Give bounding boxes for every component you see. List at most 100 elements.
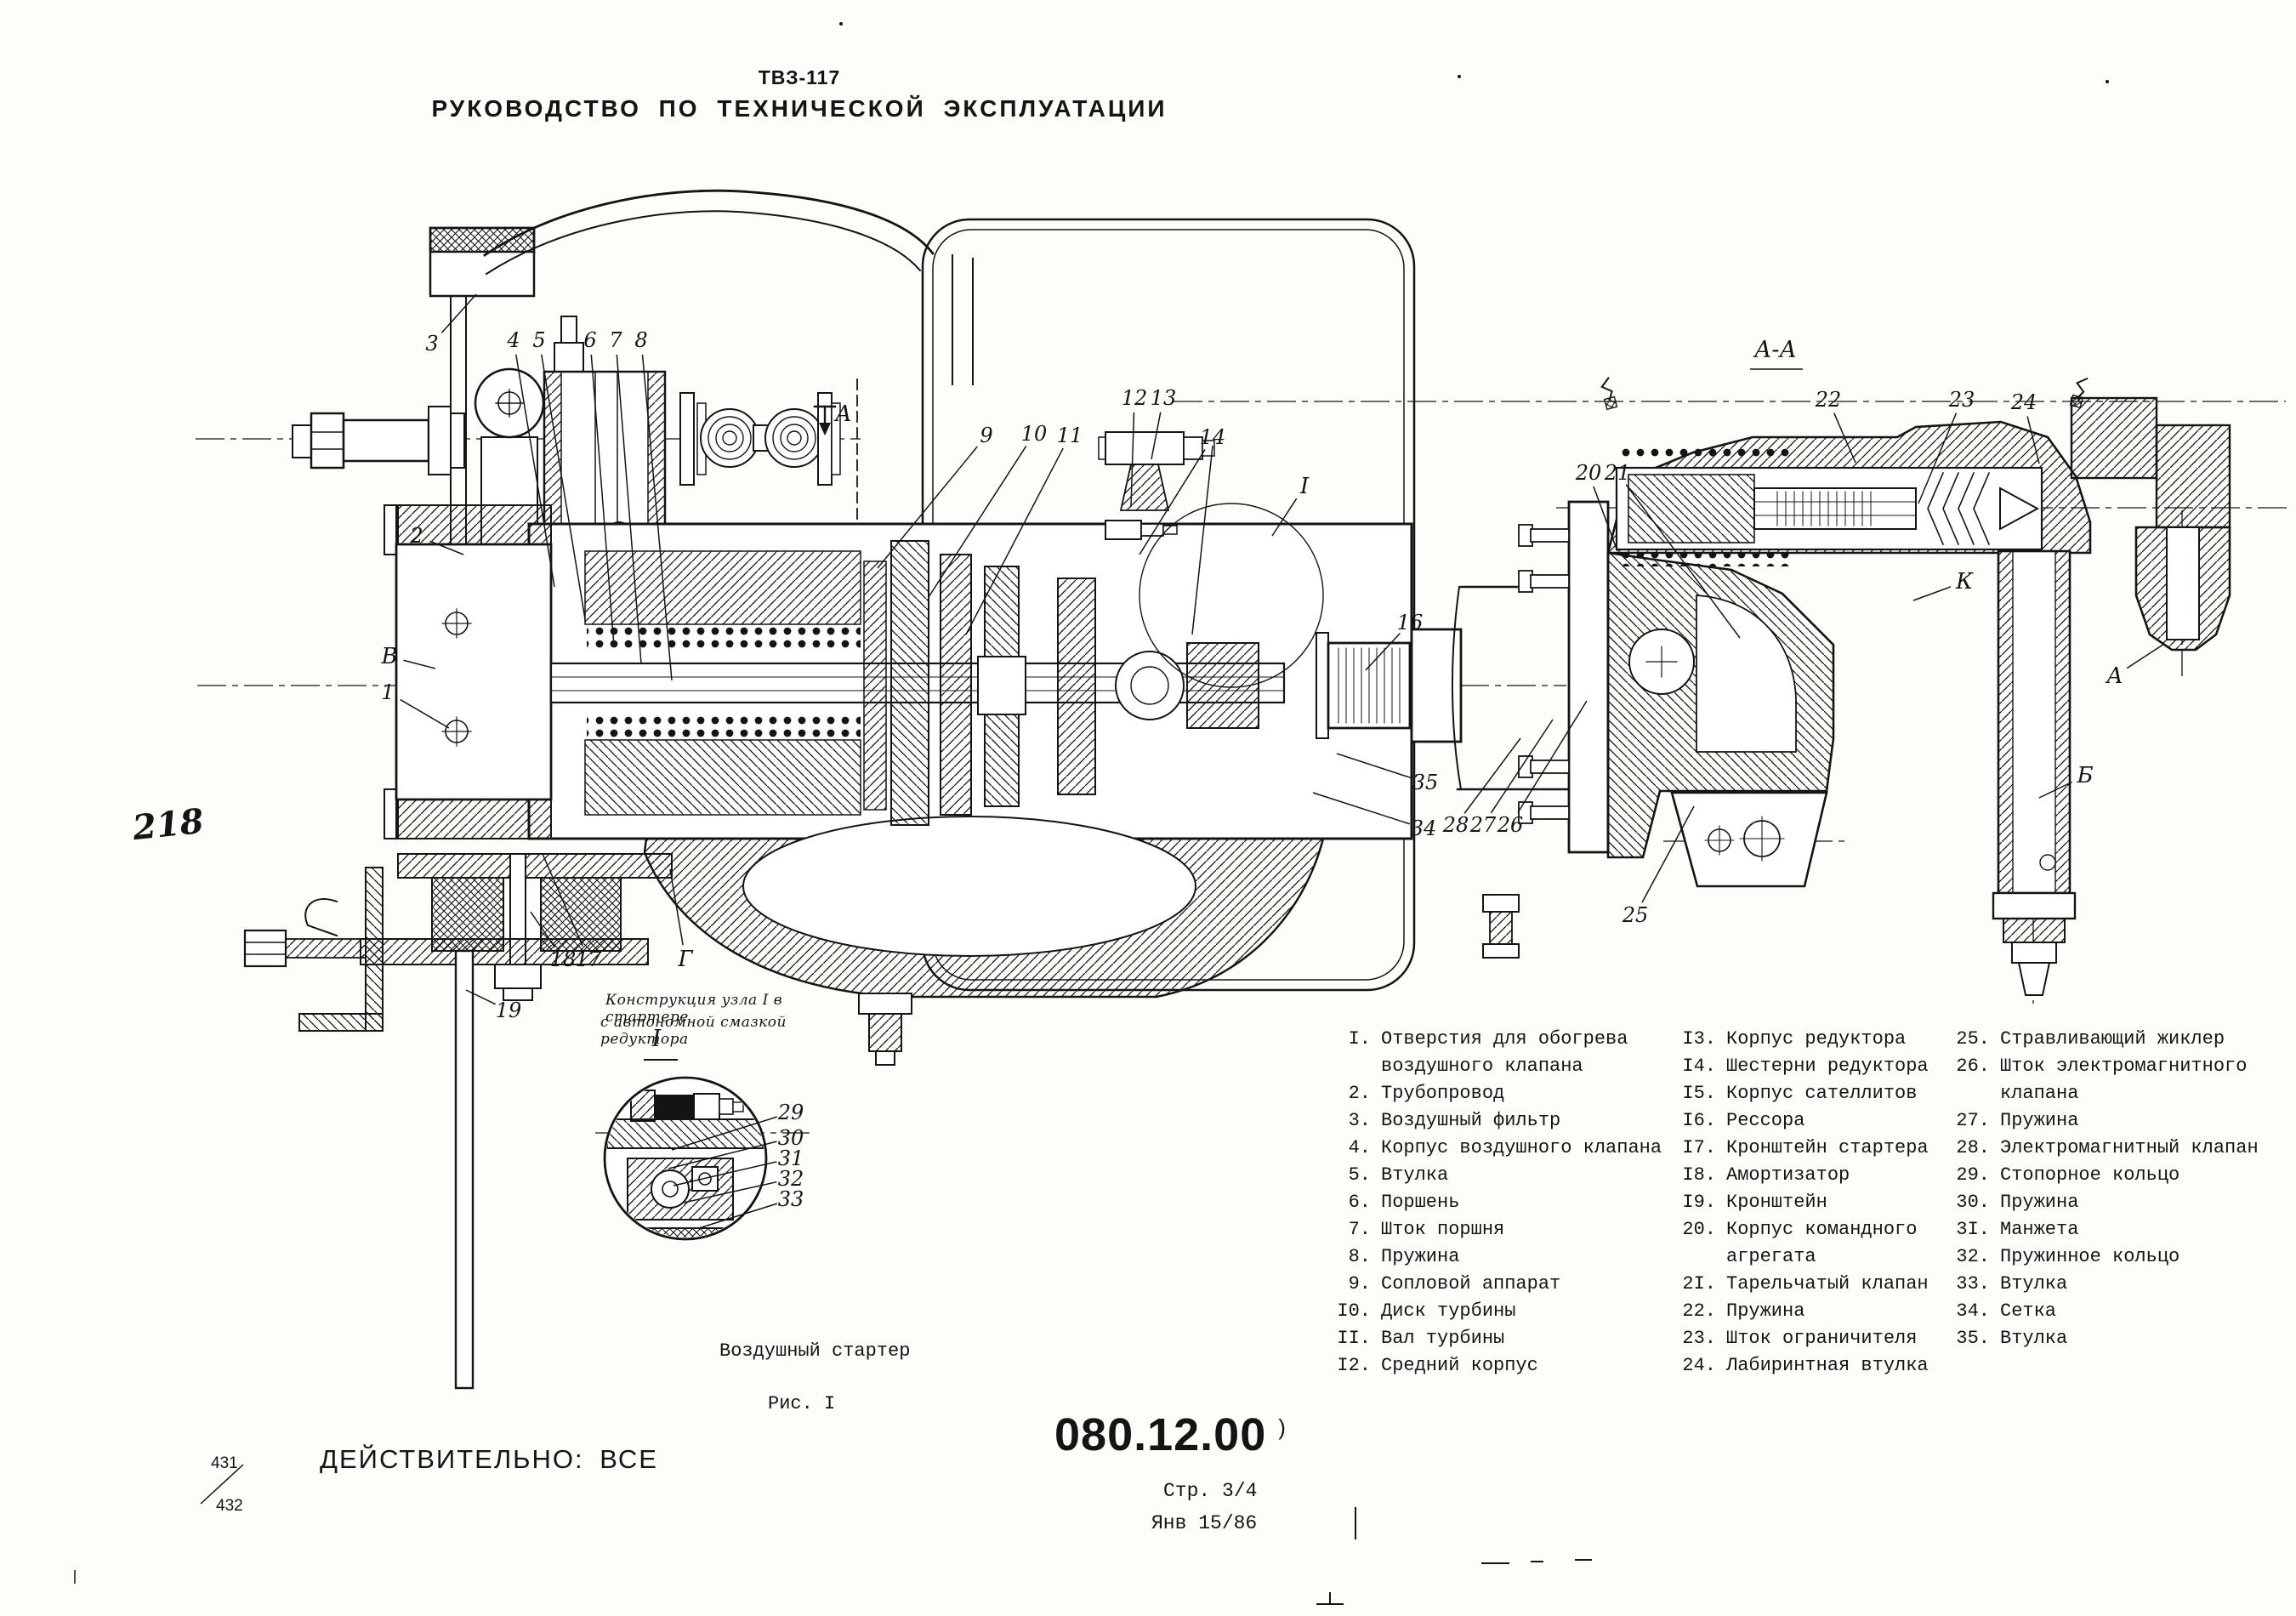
section-title-label: А-А	[1753, 337, 1797, 363]
callout-21: 21	[1604, 461, 1631, 485]
callout-leader	[515, 354, 555, 588]
callout-leader	[669, 868, 684, 946]
part-name: Трубопровод	[1381, 1083, 1505, 1104]
callout-25: 25	[1622, 903, 1649, 927]
callout-Б: Б	[2076, 763, 2093, 788]
callout-35: 35	[1412, 771, 1439, 794]
parts-list-item: I6. Рессора	[1677, 1107, 1946, 1135]
callout-leader	[1490, 719, 1554, 814]
callout-leader	[673, 1161, 777, 1186]
part-name: Пружина	[1726, 1300, 1805, 1322]
callout-leader	[1130, 412, 1135, 508]
sheet-ref-slash	[200, 1464, 244, 1505]
callout-9: 9	[980, 424, 992, 447]
part-number: I4.	[1682, 1056, 1716, 1077]
parts-list-item: 35.Втулка	[1951, 1325, 2296, 1352]
callout-13: 13	[1151, 386, 1177, 410]
part-number: 25.	[1956, 1028, 1990, 1050]
callout-leader	[965, 447, 1064, 635]
parts-list-item: 30. Пружина	[1951, 1189, 2296, 1216]
part-number: 28.	[1956, 1137, 1990, 1158]
callout-В: В	[380, 644, 397, 669]
parts-list-item: I4. Шестерни редуктора	[1677, 1053, 1946, 1080]
part-number: 26.	[1956, 1056, 1990, 1077]
callout-leader	[590, 354, 615, 647]
part-name: Диск турбины	[1381, 1300, 1516, 1322]
callout-29: 29	[777, 1101, 804, 1124]
part-name: Втулка	[2000, 1328, 2068, 1349]
inset-note-line1: Конструкция узла I в стартере	[605, 992, 783, 1026]
callout-I: I	[1299, 474, 1310, 499]
callout-5: 5	[532, 328, 545, 352]
callout-leader	[668, 1141, 777, 1169]
parts-list-item: 34.Сетка	[1951, 1298, 2296, 1325]
parts-list-item: 24.Лабиринтная втулка	[1677, 1352, 1946, 1380]
sheet-ref-bottom: 432	[216, 1497, 243, 1515]
main-view	[243, 189, 1463, 1390]
engine-model: ТВЗ-117	[758, 66, 841, 88]
part-name: Пружина	[2000, 1192, 2079, 1213]
parts-list-item: 33. Втулка	[1951, 1271, 2296, 1298]
parts-list-item: 6.Поршень	[1332, 1189, 1675, 1216]
callout-leader	[1641, 805, 1695, 903]
figure-caption: Воздушный стартер	[719, 1340, 911, 1362]
part-number: 33.	[1956, 1273, 1990, 1295]
part-name: Сопловой аппарат	[1381, 1273, 1561, 1295]
callout-leader	[1517, 700, 1588, 813]
parts-list-item: 25.Стравливающий жиклер	[1951, 1026, 2296, 1053]
section-view	[1451, 377, 2231, 996]
callout-А: А	[833, 401, 852, 427]
callout-leader	[1139, 449, 1206, 555]
parts-list-item: 8.Пружина	[1332, 1243, 1675, 1271]
parts-list-item: I5.Корпус сателлитов	[1677, 1080, 1946, 1107]
callout-8: 8	[634, 328, 647, 352]
callout-leader	[1625, 484, 1741, 639]
callout-leader	[2126, 643, 2165, 669]
callout-leader	[1833, 413, 1856, 464]
callout-leader	[1191, 445, 1213, 635]
part-number: I2.	[1337, 1355, 1371, 1376]
part-number: 23.	[1682, 1328, 1716, 1349]
callout-А: А	[2105, 663, 2123, 689]
part-number: 3I.	[1956, 1219, 1990, 1240]
part-name: Сетка	[2000, 1300, 2057, 1322]
callout-leader	[671, 1116, 778, 1151]
parts-list-item: I2.Средний корпус	[1332, 1352, 1675, 1380]
sheet-ref-top: 431	[211, 1454, 238, 1472]
part-name: Рессора	[1726, 1110, 1805, 1131]
callout-4: 4	[506, 328, 520, 352]
parts-list-item: 27.Пружина	[1951, 1107, 2296, 1135]
part-name: Втулка	[2000, 1273, 2068, 1295]
revision-date: Янв 15/86	[1151, 1512, 1258, 1534]
callout-leader	[440, 293, 477, 333]
callout-14: 14	[1200, 425, 1226, 449]
parts-list-item: 22.Пружина	[1677, 1298, 1946, 1325]
part-name: Шток ограничителя	[1726, 1328, 1918, 1349]
callout-leader	[1271, 498, 1298, 537]
part-name: Стопорное кольцо	[2000, 1164, 2180, 1186]
callout-1: 1	[381, 680, 394, 704]
part-name: Тарельчатый клапан	[1726, 1273, 1929, 1295]
callout-leader	[542, 853, 583, 947]
part-number: 20.	[1682, 1219, 1716, 1240]
part-number: 29.	[1956, 1164, 1990, 1186]
part-number: 6.	[1348, 1192, 1371, 1213]
validity-note: ДЕЙСТВИТЕЛЬНО: ВСЕ	[320, 1444, 658, 1474]
part-number: I6.	[1682, 1110, 1716, 1131]
part-name: Шестерни редуктора	[1726, 1056, 1929, 1077]
part-name: Корпус командного агрегата	[1726, 1219, 1918, 1267]
parts-list-item: 2.Трубопровод	[1332, 1080, 1675, 1107]
page-header: ТВЗ-117 РУКОВОДСТВО ПО ТЕХНИЧЕСКОЙ ЭКСПЛ…	[340, 66, 1259, 122]
page-number: Стр. 3/4	[1163, 1480, 1258, 1502]
callout-19: 19	[496, 999, 522, 1022]
part-name: Кронштейн стартера	[1726, 1137, 1929, 1158]
part-number: 30.	[1956, 1192, 1990, 1213]
callout-leader	[403, 659, 436, 669]
parts-list-item: 2I.Тарельчатый клапан	[1677, 1271, 1946, 1298]
parts-list-item: I7.Кронштейн стартера	[1677, 1135, 1946, 1162]
part-number: 5.	[1348, 1164, 1371, 1186]
